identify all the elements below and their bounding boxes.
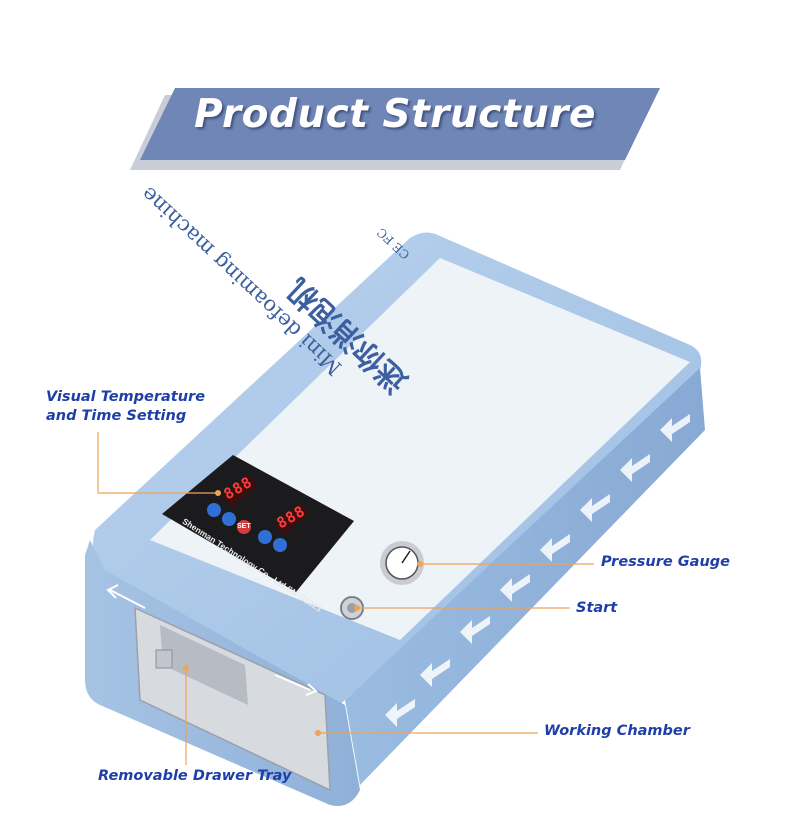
callout-visual-setting: Visual Temperature and Time Setting: [46, 388, 205, 426]
set-button-label[interactable]: SET: [237, 523, 251, 530]
callout-pressure-gauge: Pressure Gauge: [601, 554, 731, 570]
callout-start: Start: [576, 600, 618, 616]
callout-visual-setting-line2: and Time Setting: [46, 408, 187, 424]
header-banner: [130, 88, 660, 170]
callout-drawer-tray: Removable Drawer Tray: [98, 768, 292, 784]
callout-working-chamber: Working Chamber: [544, 723, 690, 739]
callout-visual-setting-line1: Visual Temperature: [46, 389, 206, 405]
control-panel: [162, 455, 354, 592]
page-title: Product Structure: [194, 92, 596, 137]
